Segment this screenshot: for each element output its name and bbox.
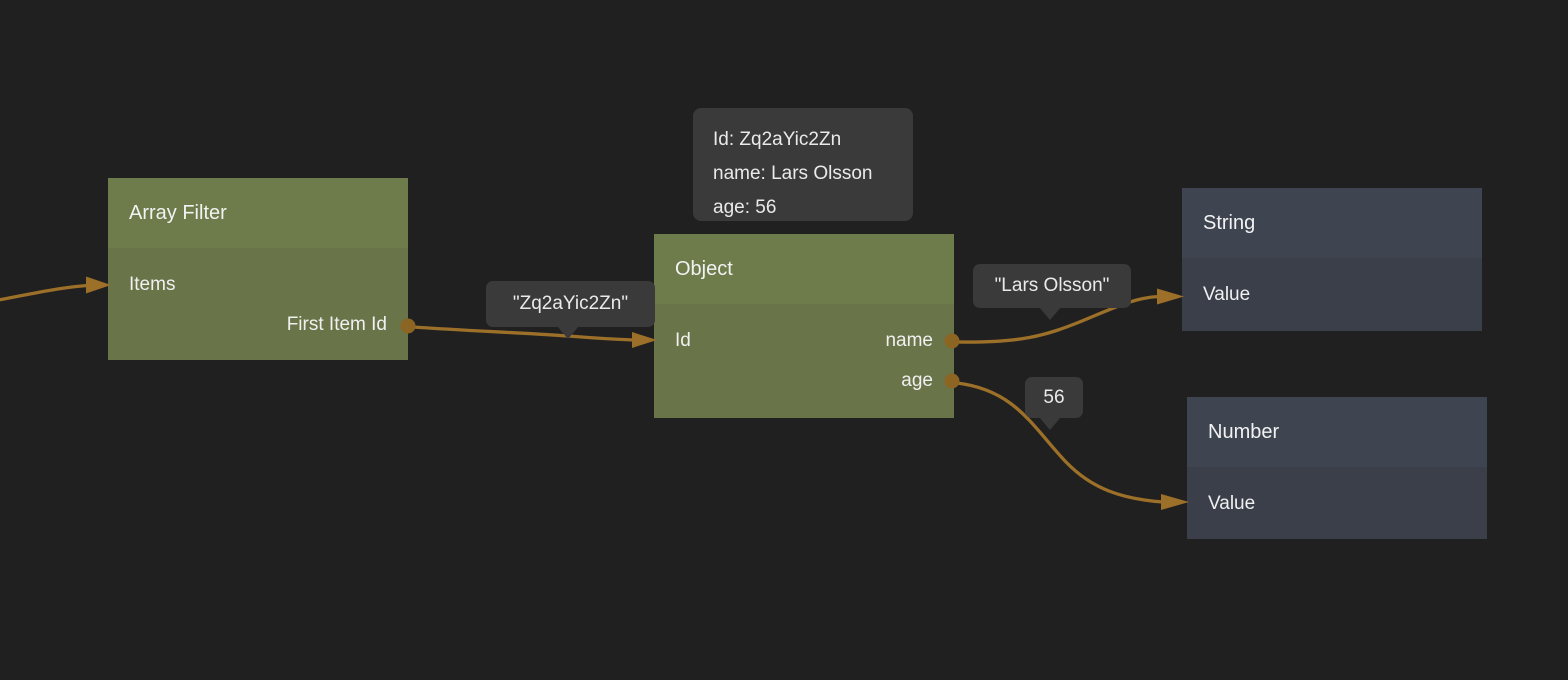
node-string-body: Value — [1182, 258, 1482, 315]
object-preview-line-age: age: 56 — [713, 197, 777, 218]
node-object-header[interactable]: Object — [654, 234, 954, 304]
wire-first-item-id-to-id[interactable] — [412, 325, 635, 342]
row-id-name: Id name — [654, 321, 954, 361]
object-preview-tooltip: Id: Zq2aYic2Zn name: Lars Olsson age: 56 — [693, 108, 913, 221]
port-age[interactable] — [944, 373, 960, 389]
arrowhead-string-value-input — [1157, 288, 1184, 305]
input-row-string-value: Value — [1182, 275, 1482, 315]
node-number[interactable]: Number Value — [1187, 397, 1487, 539]
value-bubble-name-text: "Lars Olsson" — [994, 275, 1110, 296]
input-row-number-value: Value — [1187, 484, 1487, 524]
node-string-header[interactable]: String — [1182, 188, 1482, 258]
node-array-filter-header[interactable]: Array Filter — [108, 178, 408, 248]
wire-into-items[interactable] — [0, 283, 89, 303]
node-number-body: Value — [1187, 467, 1487, 524]
port-name[interactable] — [944, 333, 960, 349]
output-label-age: age — [901, 370, 933, 391]
node-array-filter[interactable]: Array Filter Items First Item Id — [108, 178, 408, 360]
value-bubble-id: "Zq2aYic2Zn" — [486, 281, 655, 339]
bubble-tail — [557, 326, 579, 339]
node-object-body: Id name age — [654, 304, 954, 401]
value-bubble-age-text: 56 — [1043, 386, 1065, 408]
arrowhead-number-value-input — [1161, 494, 1189, 510]
output-label-name: name — [885, 330, 933, 351]
node-string[interactable]: String Value — [1182, 188, 1482, 331]
output-label-first-item-id: First Item Id — [286, 314, 387, 335]
node-string-title: String — [1203, 211, 1256, 234]
value-bubble-id-text: "Zq2aYic2Zn" — [512, 293, 629, 314]
node-array-filter-title: Array Filter — [129, 201, 227, 224]
bubble-tail — [1039, 307, 1061, 320]
value-bubble-age: 56 — [1025, 377, 1083, 430]
value-bubble-name: "Lars Olsson" — [973, 264, 1131, 320]
node-number-header[interactable]: Number — [1187, 397, 1487, 467]
input-label-items: Items — [129, 274, 176, 295]
output-row-first-item-id: First Item Id — [108, 305, 408, 345]
node-number-title: Number — [1208, 420, 1280, 443]
input-label-id: Id — [675, 330, 691, 351]
node-object[interactable]: Object Id name age — [654, 234, 954, 418]
bubble-tail — [1039, 417, 1061, 430]
node-array-filter-body: Items First Item Id — [108, 248, 408, 345]
input-label-number-value: Value — [1208, 493, 1256, 514]
output-row-age: age — [654, 361, 954, 401]
object-preview-line-name: name: Lars Olsson — [713, 163, 873, 184]
input-row-items: Items — [108, 265, 408, 305]
input-label-string-value: Value — [1203, 284, 1251, 305]
wire-age-to-number-value[interactable] — [956, 381, 1164, 504]
wire-name-to-string-value[interactable] — [957, 294, 1160, 344]
object-preview-line-id: Id: Zq2aYic2Zn — [713, 129, 842, 150]
port-first-item-id[interactable] — [400, 318, 416, 334]
node-object-title: Object — [675, 257, 733, 280]
